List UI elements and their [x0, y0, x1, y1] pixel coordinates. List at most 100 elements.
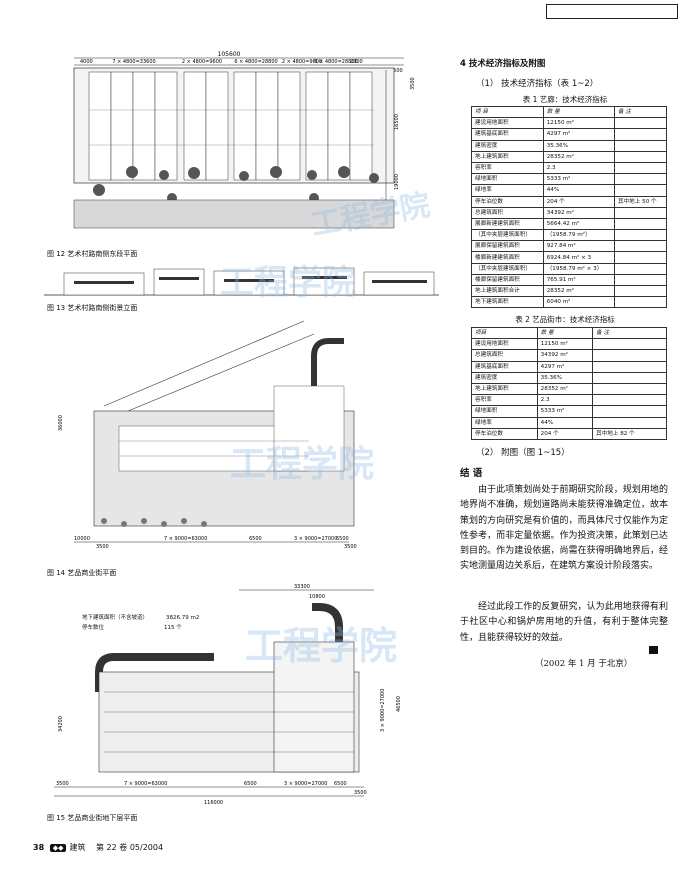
- table2-cell: [592, 371, 667, 384]
- fig13-caption: 图 13 艺术村路南侧街景立面: [47, 304, 138, 312]
- table2-cell: [592, 360, 667, 373]
- conclusion-para-2: 经过此段工作的反复研究，认为此用地获得有利于社区中心和锅炉房用地的升值，有利于整…: [460, 602, 668, 643]
- table2-cell: 项目: [471, 326, 538, 340]
- table1-row: （其中夹层建筑面积）（1958.79 m²）: [471, 229, 668, 242]
- table1-cell: 总建筑面积: [471, 206, 544, 219]
- fig14-caption: 图 14 艺品商业街平面: [47, 569, 117, 577]
- table1-cell: 地下建筑面积: [471, 296, 544, 309]
- fig12-plan: 105600 4000 2000 7 × 4800=33600 2 × 4800…: [73, 51, 416, 229]
- footer: 38 ◆◆建筑 第 22 卷 05/2004: [33, 842, 163, 853]
- table2-cell: 28352 m²: [536, 382, 594, 396]
- table1-cell: 绿地面积: [471, 173, 544, 186]
- table1-cell: 建设用地面积: [471, 117, 544, 130]
- table1-row: （其中夹层建筑面积）（1958.79 m² × 3）: [471, 262, 668, 275]
- svg-text:6500: 6500: [244, 781, 257, 787]
- svg-text:6500: 6500: [336, 536, 349, 542]
- table1-cell: [613, 251, 668, 264]
- fig14-plan: 10000 3500 7 × 9000=63000 6500 3 × 9000=…: [58, 320, 357, 550]
- table1-cell: 绿地率: [471, 184, 544, 197]
- svg-text:16500: 16500: [394, 114, 400, 130]
- table1-cell: [613, 273, 668, 287]
- table1-cell: [613, 284, 668, 298]
- table2-cell: [592, 394, 667, 407]
- table2-cell: 数 量: [536, 326, 594, 340]
- table2-title: 表 2 艺品街市：技术经济指标: [515, 315, 615, 324]
- table2-cell: 建设用地面积: [471, 338, 538, 351]
- table1-cell: 12150 m²: [542, 117, 615, 130]
- svg-text:3500: 3500: [354, 790, 367, 796]
- table1-cell: 展廊新建建筑面积: [471, 217, 544, 231]
- table1-cell: （其中夹层建筑面积）: [471, 262, 544, 275]
- table1-cell: 建筑密度: [471, 139, 544, 152]
- table2-cell: [592, 338, 667, 351]
- table2-cell: 总建筑面积: [471, 349, 538, 362]
- table1-cell: 建筑基底面积: [471, 128, 544, 141]
- table1-cell: [613, 161, 668, 175]
- conclusion-heading: 结 语: [460, 468, 483, 479]
- issue-info: 第 22 卷 05/2004: [96, 843, 164, 852]
- table1-cell: 927.84 m²: [542, 240, 615, 253]
- table2-cell: 4297 m²: [536, 360, 594, 373]
- table2-cell: 地上建筑面积: [471, 382, 538, 396]
- table1-cell: [613, 184, 668, 197]
- table1-cell: （1958.79 m² × 3）: [542, 262, 615, 275]
- journal-logo: ◆◆: [49, 844, 67, 852]
- svg-text:2000: 2000: [350, 59, 363, 65]
- table1-cell: （其中夹层建筑面积）: [471, 229, 544, 242]
- svg-text:2 × 4800=9600: 2 × 4800=9600: [182, 59, 222, 65]
- table1-cell: [613, 117, 668, 130]
- table2-cell: 备 注: [592, 326, 667, 340]
- table1-cell: 展廊保留建筑面积: [471, 240, 544, 253]
- svg-text:6500: 6500: [249, 536, 262, 542]
- svg-text:46500: 46500: [396, 696, 402, 712]
- table1-cell: 34392 m²: [542, 206, 615, 219]
- table1-cell: 容积率: [471, 161, 544, 175]
- table1-cell: 地上建筑面积: [471, 150, 544, 163]
- table1-cell: 2.3: [542, 161, 615, 175]
- table1-cell: [613, 229, 668, 242]
- table1-cell: 停车泊位数: [471, 195, 544, 208]
- svg-text:3 × 9000=27000: 3 × 9000=27000: [380, 689, 386, 732]
- table1-cell: 4297 m²: [542, 128, 615, 141]
- fig15-plan: 33300 10800 3500 7 × 9000=63000 6500 3 ×…: [54, 584, 402, 806]
- table2-cell: [592, 382, 667, 396]
- svg-text:6 × 4800=28800: 6 × 4800=28800: [314, 59, 357, 65]
- table2-header-row: 项目数 量备 注: [471, 326, 667, 340]
- table1-cell: [613, 217, 668, 231]
- table1-cell: 765.91 m²: [542, 273, 615, 287]
- table2-cell: [592, 416, 667, 429]
- svg-text:3500: 3500: [96, 544, 109, 550]
- table1-cell: [613, 296, 668, 309]
- table2-cell: 5333 m²: [536, 405, 594, 418]
- svg-text:7 × 9000=63000: 7 × 9000=63000: [164, 536, 207, 542]
- table1-header-row: 项 目数 量备 注: [471, 105, 668, 119]
- fig12-dim-total: 105600: [218, 51, 241, 58]
- table1-cell: 5664.42 m²: [542, 217, 615, 231]
- svg-text:7 × 9000=63000: 7 × 9000=63000: [124, 781, 167, 787]
- table2-cell: 停车泊位数: [471, 427, 538, 440]
- table1-cell: 备 注: [613, 105, 668, 119]
- svg-text:3500: 3500: [344, 544, 357, 550]
- conclusion-date: （2002 年 1 月 于北京）: [535, 659, 633, 669]
- table1-cell: 5333 m²: [542, 173, 615, 186]
- table2-cell: 2.3: [536, 394, 594, 407]
- table2-cell: 建筑密度: [471, 371, 538, 384]
- table1-cell: 28352 m²: [542, 150, 615, 163]
- svg-text:116000: 116000: [204, 800, 223, 806]
- table1-cell: [613, 139, 668, 152]
